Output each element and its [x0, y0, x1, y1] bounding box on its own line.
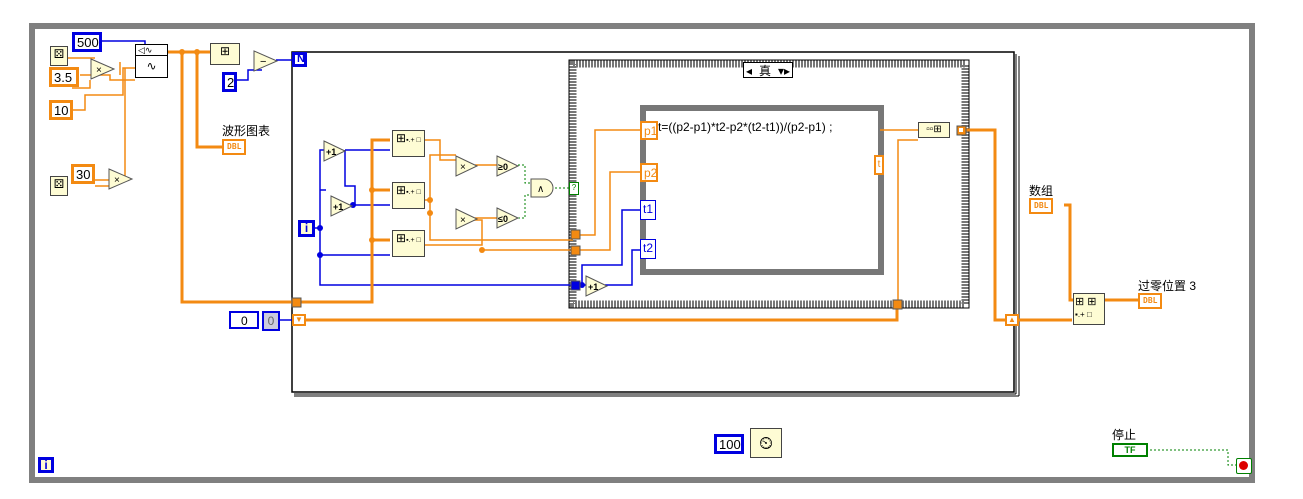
svg-text:+1: +1	[588, 282, 598, 292]
greater-equal-zero-node[interactable]: ≥0	[496, 155, 520, 177]
formula-input-p2[interactable]: p2	[640, 163, 658, 182]
svg-text:×: ×	[114, 175, 120, 186]
less-equal-zero-node[interactable]: ≤0	[496, 207, 520, 229]
increment-node[interactable]: +1	[330, 195, 354, 217]
case-value: 真	[758, 64, 771, 78]
wait-ms-constant[interactable]: 100	[714, 434, 744, 454]
iteration-terminal: i	[298, 220, 315, 237]
svg-text:×: ×	[460, 162, 466, 173]
multiplier-constant[interactable]: 30	[71, 164, 95, 184]
while-loop-border	[29, 23, 1255, 483]
loop-count-terminal[interactable]: N	[292, 52, 307, 67]
index-array-node[interactable]: ⊞▪.+ □	[392, 230, 425, 257]
svg-text:+1: +1	[326, 147, 336, 157]
svg-text:∧: ∧	[537, 184, 544, 195]
case-selector-terminal[interactable]: ?	[569, 182, 579, 195]
svg-text:×: ×	[460, 215, 466, 226]
increment-node[interactable]: +1	[323, 140, 347, 162]
subtract-constant[interactable]: 2	[222, 72, 237, 92]
wait-ms-metronome-icon[interactable]: ⏲	[750, 428, 782, 458]
search-array-node[interactable]: ⊞ ⊞▪.+ □	[1073, 293, 1105, 325]
formula-output-t[interactable]: t	[874, 155, 884, 175]
formula-node-border	[640, 105, 884, 275]
stop-label: 停止	[1112, 428, 1137, 442]
zero-cross-indicator[interactable]: DBL	[1138, 293, 1163, 309]
increment-node[interactable]: +1	[585, 275, 609, 297]
svg-text:≥0: ≥0	[498, 162, 508, 172]
and-node[interactable]: ∧	[530, 178, 556, 198]
frequency-constant[interactable]: 10	[49, 100, 73, 120]
svg-text:−: −	[260, 56, 266, 68]
waveform-pattern-icon: ∿	[146, 59, 157, 73]
formula-expression[interactable]: t=((p2-p1)*t2-p2*(t2-t1))/(p2-p1) ;	[658, 120, 833, 134]
subtract-node[interactable]: −	[253, 50, 279, 72]
build-array-node[interactable]: ▫▫⊞	[918, 122, 950, 138]
multiply-node[interactable]: ×	[455, 155, 479, 177]
multiply-node[interactable]: ×	[90, 58, 116, 80]
multiply-node[interactable]: ×	[455, 208, 479, 230]
array-control[interactable]: DBL	[1029, 198, 1054, 214]
decrement-case-icon[interactable]: ◂	[746, 64, 753, 78]
multiply-node[interactable]: ×	[108, 168, 134, 190]
sine-waveform-vi[interactable]: ◁∿ ∿	[135, 44, 168, 78]
array-label: 数组	[1029, 184, 1054, 198]
case-selector[interactable]: ◂ 真 ▾▸	[743, 62, 793, 78]
shift-register-init-control[interactable]: 0	[229, 311, 259, 329]
sine-wave-icon: ◁∿	[136, 45, 167, 56]
for-loop-border	[291, 51, 1015, 393]
case-dropdown-icon[interactable]: ▾▸	[777, 64, 790, 78]
svg-text:×: ×	[96, 65, 102, 76]
random-number-icon[interactable]: ⚄	[50, 46, 68, 66]
shift-register-right[interactable]: ▲	[1005, 314, 1019, 326]
waveform-chart-indicator[interactable]: DBL	[222, 139, 247, 155]
zero-cross-label: 过零位置 3	[1138, 279, 1197, 293]
formula-input-p1[interactable]: p1	[640, 121, 658, 140]
amplitude-constant[interactable]: 3.5	[49, 67, 79, 87]
loop-condition-stop-icon[interactable]	[1236, 458, 1252, 474]
waveform-chart-label: 波形图表	[222, 124, 271, 138]
random-number-icon[interactable]: ⚄	[50, 176, 68, 196]
stop-button-terminal[interactable]: TF	[1112, 443, 1148, 457]
index-array-node[interactable]: ⊞▪.+ □	[392, 130, 425, 157]
shift-register-left[interactable]: ▼	[292, 314, 306, 326]
formula-input-t1[interactable]: t1	[640, 200, 656, 220]
array-size-node[interactable]: ⊞	[210, 43, 240, 65]
formula-input-t2[interactable]: t2	[640, 239, 656, 259]
svg-text:≤0: ≤0	[498, 214, 508, 224]
index-array-node[interactable]: ⊞▪.+ □	[392, 182, 425, 209]
shift-register-init-indicator: 0	[262, 311, 280, 331]
while-iteration-terminal: i	[38, 457, 54, 473]
svg-text:+1: +1	[333, 202, 343, 212]
samples-constant[interactable]: 500	[72, 32, 102, 52]
